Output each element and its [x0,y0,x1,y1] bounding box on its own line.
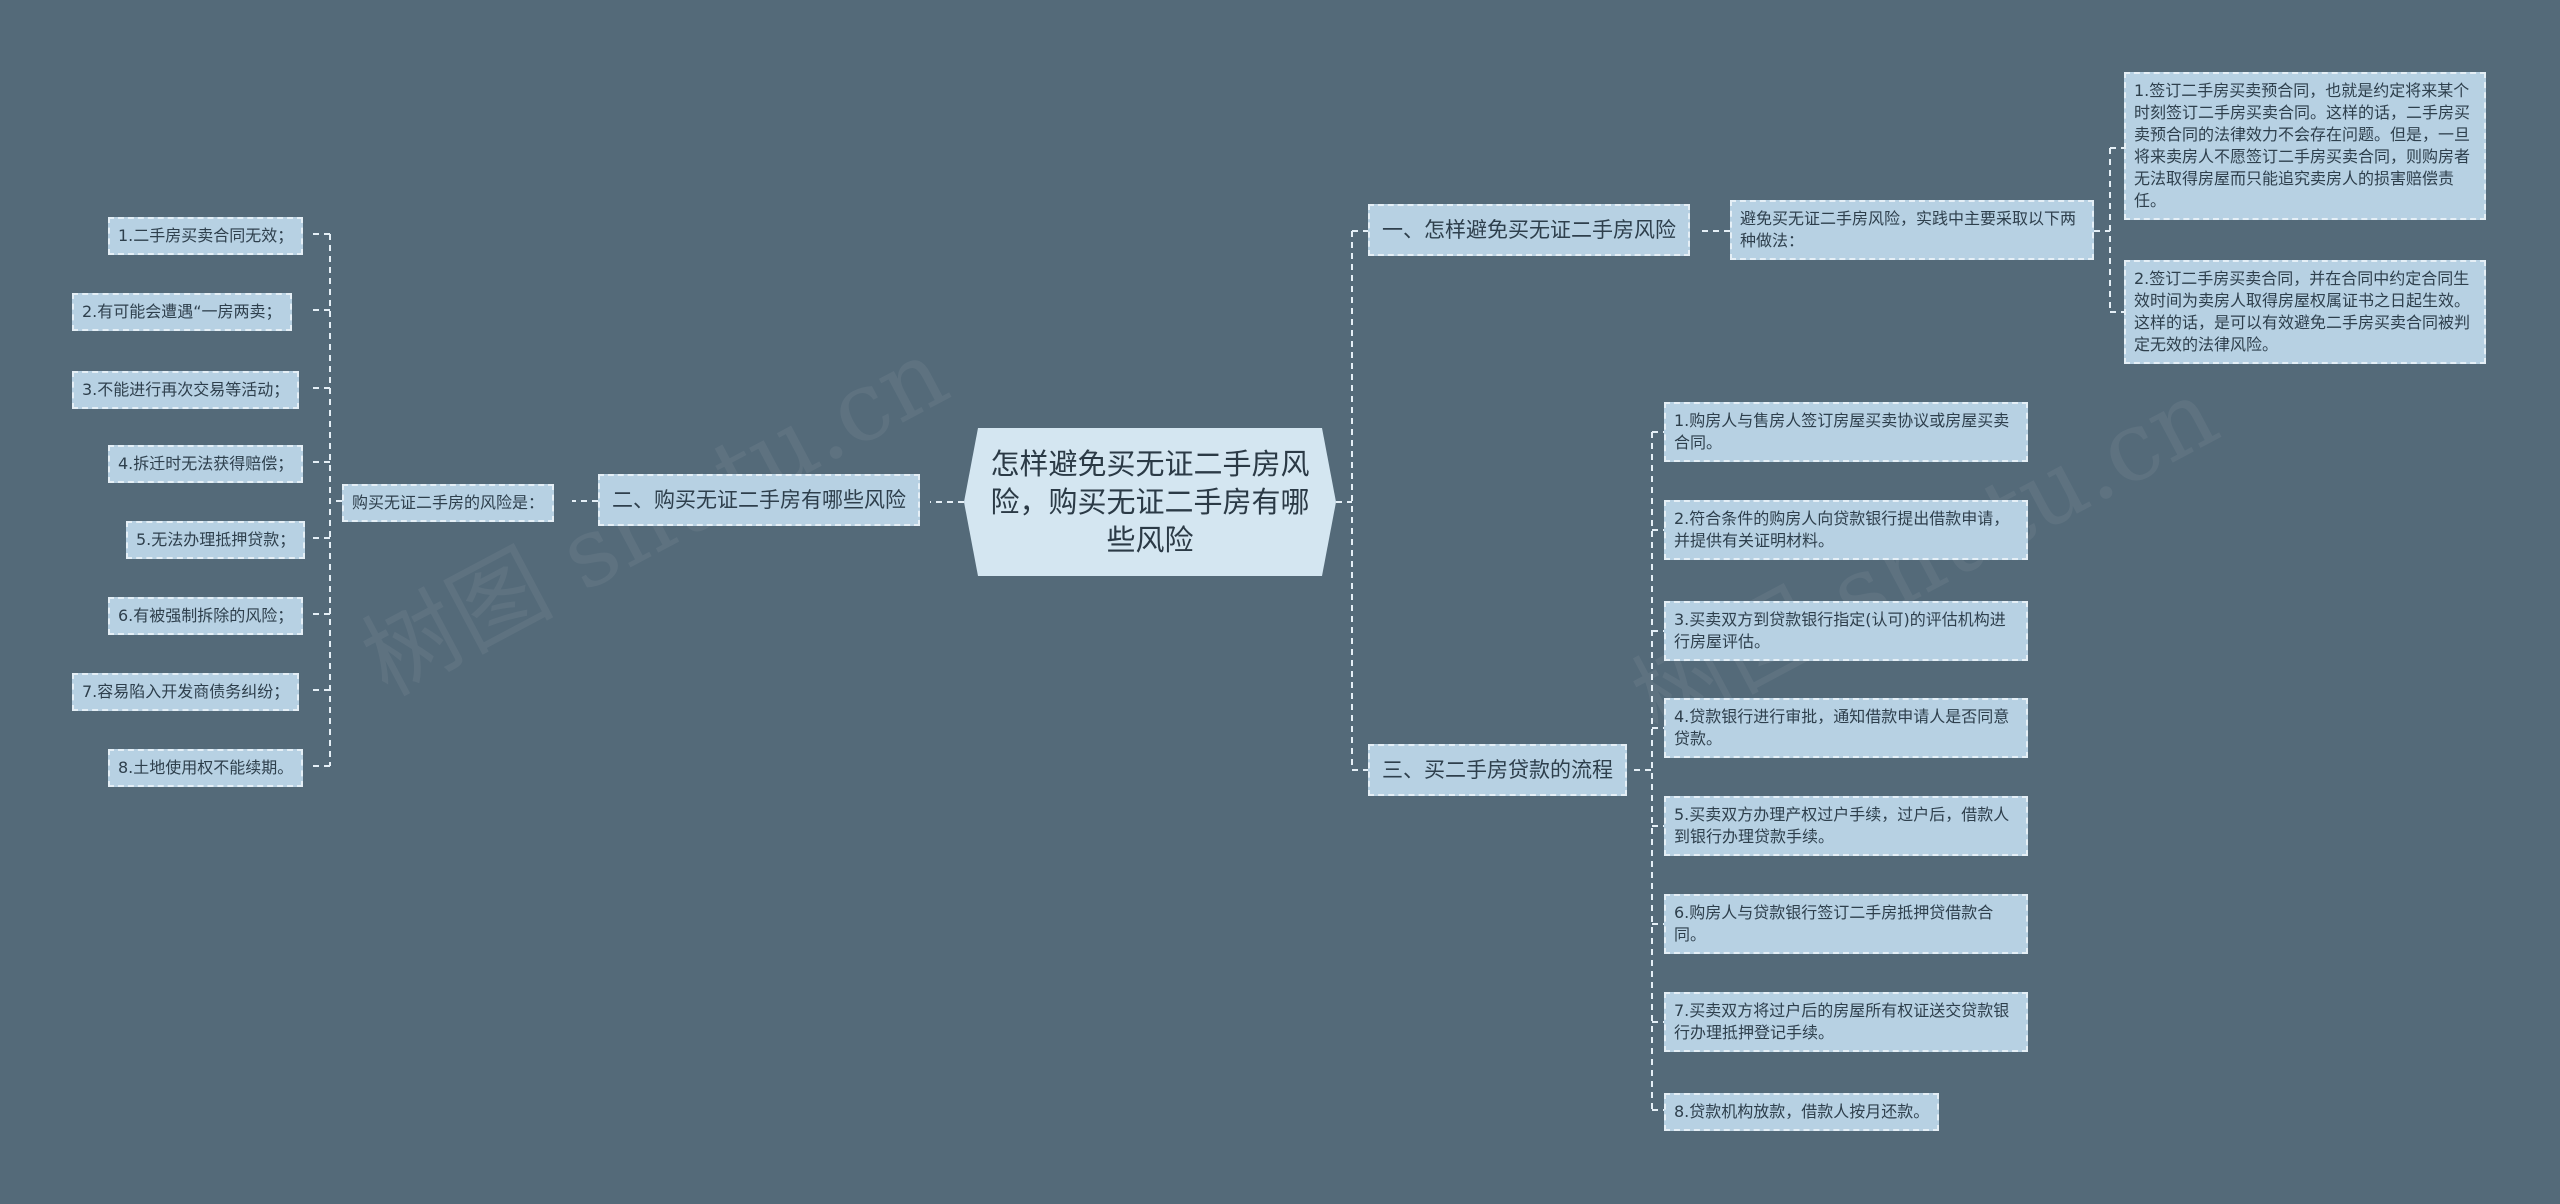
risk-item-1[interactable]: 1.二手房买卖合同无效； [108,217,304,255]
branch-avoid-risks[interactable]: 一、怎样避免买无证二手房风险 [1368,204,1690,256]
loan-step-1[interactable]: 1.购房人与售房人签订房屋买卖协议或房屋买卖合同。 [1664,402,2028,462]
risk-item-8[interactable]: 8.土地使用权不能续期。 [108,749,304,787]
risk-item-5[interactable]: 5.无法办理抵押贷款； [126,521,306,559]
avoid-method-1[interactable]: 1.签订二手房买卖预合同，也就是约定将来某个时刻签订二手房买卖合同。这样的话，二… [2124,72,2486,220]
link-root-right [1336,230,1368,771]
branch-risks[interactable]: 二、购买无证二手房有哪些风险 [598,474,920,526]
risk-item-2[interactable]: 2.有可能会遭遇“一房两卖； [72,293,292,331]
risk-item-7[interactable]: 7.容易陷入开发商债务纠纷； [72,673,300,711]
loan-step-4[interactable]: 4.贷款银行进行审批，通知借款申请人是否同意贷款。 [1664,698,2028,758]
link-sub-leaves [313,233,342,767]
loan-step-8[interactable]: 8.贷款机构放款，借款人按月还款。 [1664,1093,1940,1131]
loan-step-6[interactable]: 6.购房人与贷款银行签订二手房抵押贷借款合同。 [1664,894,2028,954]
branch-loan-process[interactable]: 三、买二手房贷款的流程 [1368,744,1627,796]
loan-step-7[interactable]: 7.买卖双方将过户后的房屋所有权证送交贷款银行办理抵押登记手续。 [1664,992,2028,1052]
avoid-method-2[interactable]: 2.签订二手房买卖合同，并在合同中约定合同生效时间为卖房人取得房屋权属证书之日起… [2124,260,2486,364]
link-topsub-leaves [2094,147,2124,313]
loan-step-5[interactable]: 5.买卖双方办理产权过户手续，过户后，借款人到银行办理贷款手续。 [1664,796,2028,856]
risk-item-6[interactable]: 6.有被强制拆除的风险； [108,597,304,635]
loan-step-2[interactable]: 2.符合条件的购房人向贷款银行提出借款申请，并提供有关证明材料。 [1664,500,2028,560]
root-topic[interactable]: 怎样避免买无证二手房风险，购买无证二手房有哪些风险 [964,428,1336,576]
risk-item-3[interactable]: 3.不能进行再次交易等活动； [72,371,300,409]
loan-step-3[interactable]: 3.买卖双方到贷款银行指定(认可)的评估机构进行房屋评估。 [1664,601,2028,661]
risks-intro[interactable]: 购买无证二手房的风险是： [342,484,555,522]
risk-item-4[interactable]: 4.拆迁时无法获得赔偿； [108,445,304,483]
link-bottom-leaves [1634,431,1664,1111]
avoid-intro[interactable]: 避免买无证二手房风险，实践中主要采取以下两种做法： [1730,200,2094,260]
